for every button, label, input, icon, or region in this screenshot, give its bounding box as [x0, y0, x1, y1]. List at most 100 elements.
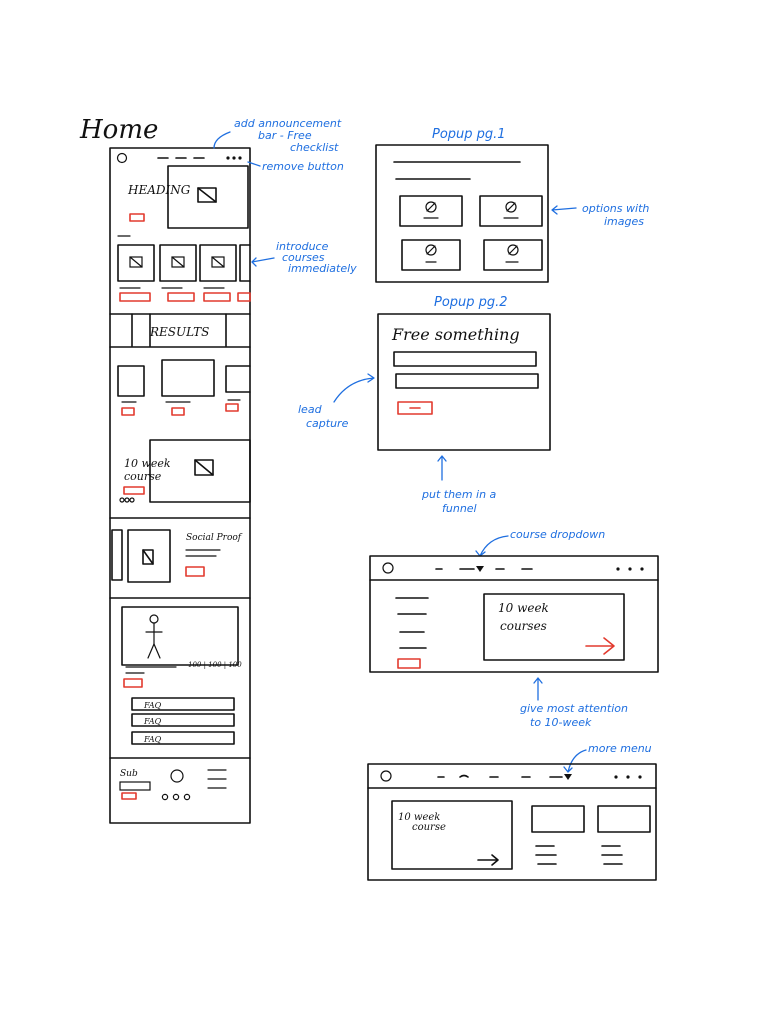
image-placeholder-icon	[197, 187, 217, 203]
home-hero: HEADING	[127, 165, 249, 229]
home-nav-bar	[116, 152, 242, 164]
subscribe-input[interactable]	[119, 781, 151, 791]
email-input[interactable]	[395, 373, 539, 389]
video-frame[interactable]	[121, 606, 239, 666]
more-icon[interactable]	[614, 775, 618, 779]
arrow-icon	[533, 677, 543, 701]
popup-2-title: Popup pg.2	[434, 295, 508, 310]
faq-item[interactable]	[131, 697, 235, 711]
social-proof-label: Social Proof	[186, 533, 243, 543]
annotation-funnel-2: funnel	[442, 502, 477, 515]
popup-1-wireframe	[375, 144, 549, 283]
annotation-lead-1: lead	[298, 403, 323, 416]
submit-button[interactable]	[397, 401, 433, 415]
annotation-more-menu: more menu	[588, 742, 652, 755]
course-card[interactable]	[159, 244, 197, 282]
person-icon	[149, 614, 159, 624]
result-cta-button[interactable]	[171, 407, 185, 416]
annotation-announcement-2: bar - Free	[258, 129, 312, 142]
ten-week-line-1: 10 week	[124, 457, 171, 470]
featured-course-card[interactable]	[483, 593, 625, 661]
course-image	[149, 439, 251, 503]
home-courses-row	[117, 235, 251, 302]
featured-course-line-2: course	[412, 822, 446, 833]
home-footer: Sub	[119, 769, 227, 801]
name-input[interactable]	[393, 351, 537, 367]
social-icon[interactable]	[161, 793, 169, 801]
popup-2-headline: Free something	[391, 325, 520, 344]
popup-2-wireframe: Free something	[377, 313, 551, 451]
annotation-introduce-1: introduce	[276, 240, 329, 253]
menu-card[interactable]	[597, 805, 651, 833]
ten-week-cta-button[interactable]	[123, 486, 145, 495]
course-dropdown-menu	[395, 597, 429, 669]
home-social-proof: Social Proof	[111, 529, 243, 583]
dropdown-cta-button[interactable]	[397, 658, 421, 669]
annotation-funnel-1: put them in a	[421, 488, 497, 501]
testimonial-card	[127, 529, 171, 583]
featured-course-card[interactable]	[391, 800, 513, 870]
annotation-options-2: images	[604, 215, 644, 228]
ten-week-line-2: course	[124, 470, 162, 483]
course-cta-button[interactable]	[203, 292, 231, 302]
option-card[interactable]	[399, 195, 463, 227]
footer-logo-icon	[170, 769, 184, 783]
stat-numbers: 100 | 100 | 100	[188, 661, 242, 669]
video-cta-button[interactable]	[123, 678, 143, 688]
dropdown-caret-icon[interactable]	[564, 774, 572, 780]
social-proof-cta-button[interactable]	[185, 566, 205, 577]
social-icon[interactable]	[172, 793, 180, 801]
result-card	[117, 365, 145, 397]
featured-course-line-1: 10 week	[398, 812, 440, 823]
annotation-lead-2: capture	[306, 417, 349, 430]
dropdown-caret-icon[interactable]	[476, 566, 484, 572]
arrow-icon	[251, 257, 275, 267]
annotation-attention-1: give most attention	[520, 702, 628, 715]
annotation-introduce-2: courses	[282, 251, 325, 264]
arrow-icon	[333, 373, 375, 403]
home-results-tabs: RESULTS	[131, 313, 227, 347]
more-icon	[226, 156, 230, 160]
course-cta-button[interactable]	[167, 292, 195, 302]
home-annotations: add announcement bar - Free checklist re…	[213, 117, 357, 275]
course-card[interactable]	[117, 244, 155, 282]
faq-item[interactable]	[131, 713, 235, 727]
home-ten-week-course: 10 week course	[119, 439, 251, 503]
hero-cta-button[interactable]	[129, 213, 145, 222]
results-label: RESULTS	[149, 325, 209, 339]
svg-text:FAQ: FAQ	[143, 735, 162, 744]
menu-card[interactable]	[531, 805, 585, 833]
social-icon[interactable]	[183, 793, 191, 801]
home-title: Home	[79, 115, 158, 145]
annotation-remove-button: remove button	[262, 160, 344, 173]
annotation-options-1: options with	[582, 202, 649, 215]
result-cta-button[interactable]	[225, 403, 239, 412]
desktop-2-wireframe: 10 week course	[367, 763, 657, 881]
featured-course-line-2: courses	[500, 619, 547, 633]
more-icon[interactable]	[616, 567, 620, 571]
annotation-announcement-1: add announcement	[234, 117, 342, 130]
home-wireframe: HEADING	[109, 147, 251, 824]
option-card[interactable]	[483, 239, 543, 271]
result-card	[161, 359, 215, 397]
arrow-right-icon[interactable]	[585, 637, 615, 655]
desktop-1-wireframe: 10 week courses	[369, 555, 659, 673]
nav-item[interactable]	[459, 774, 469, 778]
faq-item[interactable]	[131, 731, 235, 745]
featured-course-line-1: 10 week	[498, 601, 549, 615]
logo-icon	[380, 770, 392, 782]
result-cta-button[interactable]	[121, 407, 135, 416]
option-card[interactable]	[479, 195, 543, 227]
course-card[interactable]	[199, 244, 237, 282]
arrow-icon	[213, 131, 231, 149]
arrow-icon	[563, 749, 587, 773]
arrow-right-icon[interactable]	[477, 854, 499, 866]
arrow-icon	[247, 161, 261, 167]
home-faq: FAQ FAQ FAQ	[131, 697, 235, 745]
annotation-introduce-3: immediately	[288, 262, 357, 275]
option-card[interactable]	[401, 239, 461, 271]
svg-text:FAQ: FAQ	[143, 701, 162, 710]
subscribe-button[interactable]	[121, 792, 137, 800]
course-cta-button[interactable]	[119, 292, 151, 302]
popup-1-title: Popup pg.1	[432, 127, 506, 142]
